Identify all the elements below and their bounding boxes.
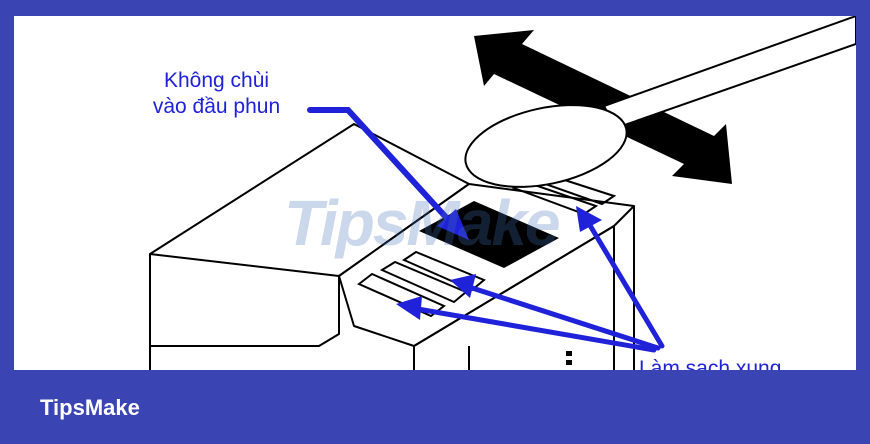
arrowhead-clean-left [396, 296, 422, 320]
arrowhead-clean-right [576, 206, 602, 232]
label-clean-around: Làm sạch xung [639, 357, 782, 370]
illustration-canvas: TipsMake Không chùi vào đầu phun Làm sạc… [14, 16, 856, 370]
double-headed-arrow-icon [474, 30, 732, 184]
arrowhead-clean-middle [450, 274, 476, 298]
cotton-swab-icon [464, 16, 856, 188]
annotation-pointer-no-touch [307, 107, 457, 229]
watermark: TipsMake [284, 187, 560, 259]
cartridge-step [150, 276, 340, 347]
side-markings [566, 351, 572, 365]
label-no-touch-line2: vào đầu phun [152, 95, 281, 118]
label-no-touch-nozzle: Không chùi vào đầu phun [124, 68, 309, 120]
annotation-pointers-clean [409, 219, 665, 353]
cartridge-illustration [149, 16, 856, 370]
arrowhead-no-touch [437, 209, 469, 240]
label-no-touch-line1: Không chùi [163, 69, 270, 92]
footer-brand: TipsMake [40, 395, 140, 420]
footer-bar: TipsMake [0, 370, 870, 444]
